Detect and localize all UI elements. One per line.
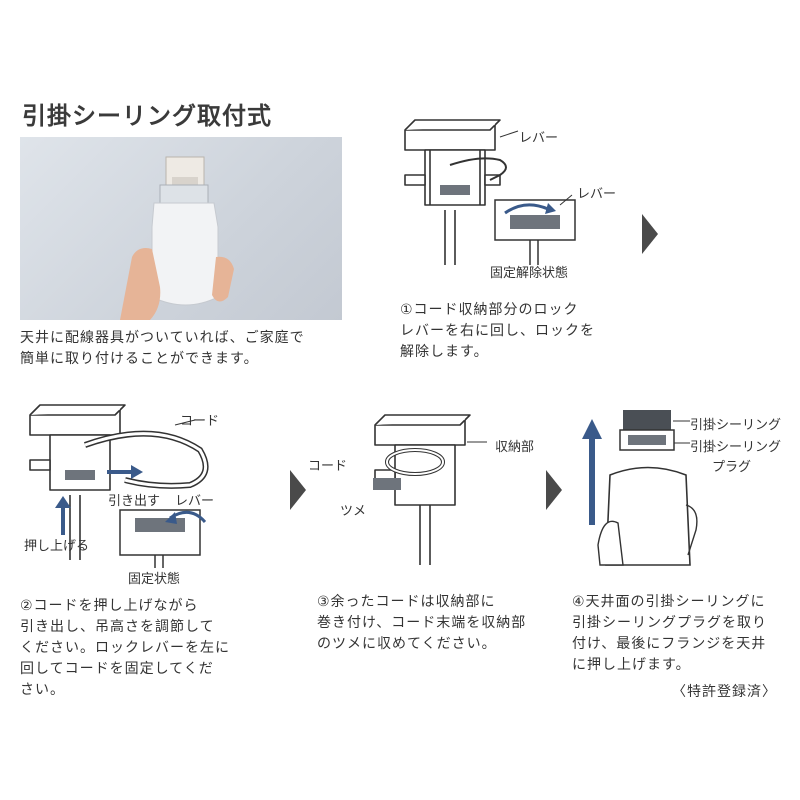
step3-line: 巻き付け、コード末端を収納部	[317, 615, 527, 631]
step3-diagram	[373, 414, 487, 565]
step1-line: ①コード収納部分のロック	[400, 302, 579, 318]
step4-text: ④天井面の引掛シーリングに 引掛シーリングプラグを取り 付け、最後にフランジを天…	[572, 592, 767, 676]
step1-line: レバーを右に回し、ロックを	[400, 323, 595, 339]
step4-line: 付け、最後にフランジを天井	[572, 636, 767, 652]
intro-text: 天井に配線器具がついていれば、ご家庭で 簡単に取り付けることができます。	[20, 328, 305, 370]
step4-line: 引掛シーリングプラグを取り	[572, 615, 767, 631]
step1-label-lever1: レバー	[519, 131, 559, 146]
step2-label-pull: 引き出す	[108, 494, 161, 509]
step3-line: ③余ったコードは収納部に	[317, 594, 496, 610]
step2-line: ください。ロックレバーを左に	[20, 640, 230, 656]
step4-line: に押し上げます。	[572, 657, 691, 673]
step3-text: ③余ったコードは収納部に 巻き付け、コード末端を収納部 のツメに収めてください。	[317, 592, 526, 655]
step1-label-state: 固定解除状態	[490, 266, 569, 281]
step2-label-lever: レバー	[175, 494, 215, 509]
step4-diagram	[582, 410, 698, 566]
step4-line: ④天井面の引掛シーリングに	[572, 594, 766, 610]
step3-label-storage: 収納部	[495, 440, 535, 455]
step2-diagram	[29, 404, 209, 568]
step2-line: 回してコードを固定してくだ	[20, 661, 214, 677]
step4-label-plug2: プラグ	[712, 460, 752, 475]
step2-label-push: 押し上げる	[24, 539, 90, 554]
intro-line: 天井に配線器具がついていれば、ご家庭で	[20, 330, 305, 346]
step3-line: のツメに収めてください。	[317, 636, 497, 652]
patent-note: 〈特許登録済〉	[672, 684, 777, 700]
chevron-right-icon	[290, 470, 306, 510]
chevron-right-icon	[546, 470, 562, 510]
intro-line: 簡単に取り付けることができます。	[20, 351, 259, 367]
step4-label-ceiling: 引掛シーリング	[690, 418, 782, 433]
step1-line: 解除します。	[400, 344, 489, 360]
step2-label-cord: コード	[180, 414, 220, 429]
step2-line: ②コードを押し上げながら	[20, 598, 199, 614]
step2-text: ②コードを押し上げながら 引き出し、吊高さを調節して ください。ロックレバーを左…	[20, 596, 230, 701]
step1-diagram	[404, 119, 576, 265]
step1-text: ①コード収納部分のロック レバーを右に回し、ロックを 解除します。	[400, 300, 595, 363]
page-title: 引掛シーリング取付式	[22, 102, 272, 130]
step2-label-state: 固定状態	[128, 572, 181, 587]
step1-label-lever2: レバー	[577, 187, 617, 202]
step2-line: 引き出し、吊高さを調節して	[20, 619, 215, 635]
photo-illustration	[120, 156, 234, 320]
step2-line: さい。	[20, 682, 65, 698]
chevron-right-icon	[642, 214, 658, 254]
step4-label-plug1: 引掛シーリング	[690, 440, 782, 455]
product-photo	[20, 137, 342, 320]
step3-label-cord: コード	[308, 459, 348, 474]
step3-label-claw: ツメ	[340, 504, 367, 519]
